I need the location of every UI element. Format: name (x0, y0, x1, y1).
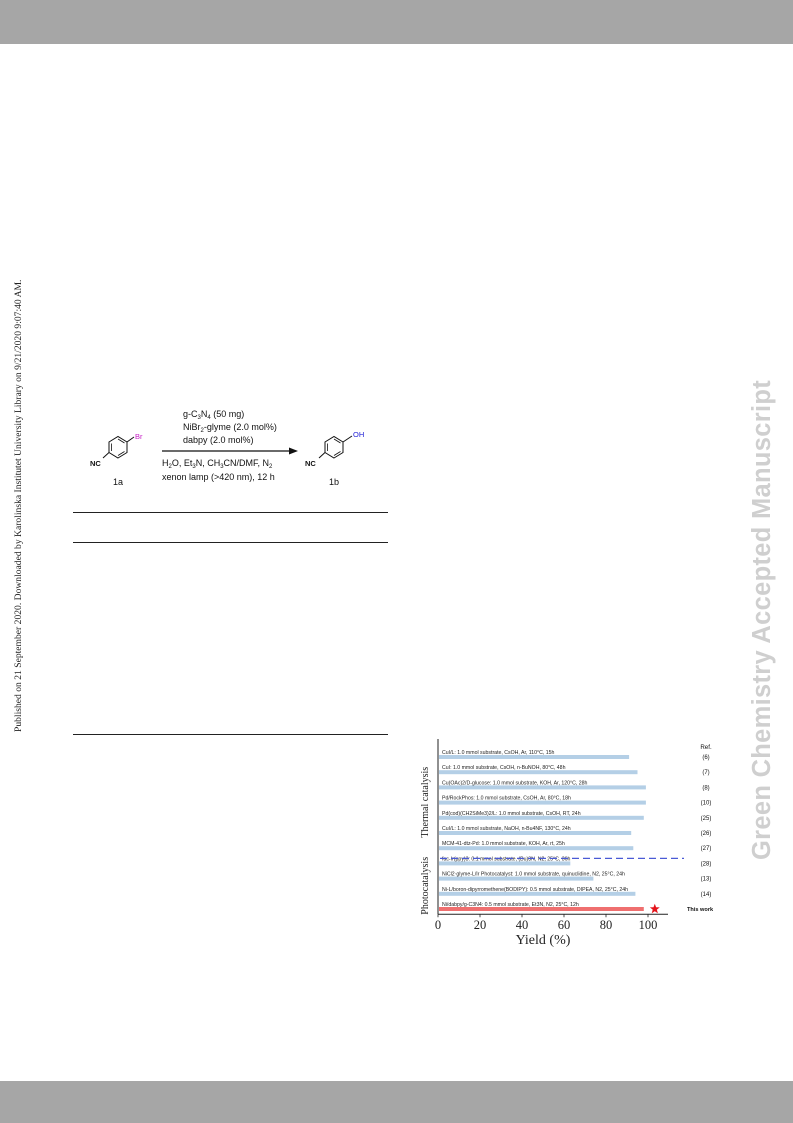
x-axis-title: Yield (%) (516, 933, 571, 948)
bond-to-br (126, 436, 135, 443)
bar (439, 861, 571, 866)
x-tick-label: 60 (558, 918, 571, 932)
nitrile-group-product: NC (305, 459, 316, 468)
x-tick-label: 20 (474, 918, 487, 932)
reference-label: (14) (701, 892, 712, 898)
reference-label: This work (687, 907, 714, 913)
reaction-scheme-drawing: Br NC 1a g-C3N4 (50 mg) NiBr2-glyme (2.0… (90, 409, 364, 487)
bar-label: Pd(cod)(CH2SiMe3)2/L: 1.0 mmol substrate… (442, 811, 581, 817)
bar-label: Cu(OAc)2/D-glucose: 1.0 mmol substrate, … (442, 780, 587, 786)
double-bond (117, 451, 125, 456)
group-label: Thermal catalysis (420, 767, 431, 838)
yield-comparison-chart: Ref. CuI/L: 1.0 mmol substrate, CsOH, Ar,… (412, 735, 732, 955)
yield-chart-svg: Ref. CuI/L: 1.0 mmol substrate, CsOH, Ar,… (420, 739, 714, 948)
bar (439, 800, 646, 805)
bar (439, 785, 646, 790)
hydroxy-substituent: OH (353, 430, 364, 439)
bond-to-nc (318, 452, 326, 459)
table-top-rule (73, 512, 388, 513)
bar-label: CuI: 1.0 mmol substrate, CsOH, n-BuNOH, … (442, 765, 566, 771)
reference-label: (28) (701, 861, 712, 867)
bar-label: MCM-41-dtz-Pd: 1.0 mmol substrate, KOH, … (442, 841, 565, 847)
reference-label: (27) (701, 846, 712, 852)
bar-label: Ni/dabpy/g-C3N4: 0.5 mmol substrate, Et3… (442, 902, 579, 908)
reference-label: (26) (701, 831, 712, 837)
table-header-rule (73, 542, 388, 543)
condition-nickel: NiBr2-glyme (2.0 mol%) (183, 422, 277, 434)
bromo-substituent: Br (135, 432, 143, 441)
bar-label: Pd/RockPhos: 1.0 mmol substrate, CsOH, A… (442, 796, 571, 802)
double-bond (117, 438, 125, 444)
bar (439, 815, 644, 820)
x-tick-label: 0 (435, 918, 441, 932)
product-label: 1b (329, 477, 339, 487)
bar-label: Ni-L/boron-dipyrromethene(BODIPY): 0.5 m… (442, 887, 628, 893)
bar-label: fac-Ir(ppy)3: 0.1 mmol substrate, (Bu)3N… (442, 856, 570, 862)
bar (439, 846, 634, 851)
table-bottom-rule (73, 734, 388, 735)
x-tick-label: 100 (639, 918, 658, 932)
reference-label: (8) (702, 785, 709, 791)
bottom-banner (0, 1081, 793, 1123)
reaction-arrowhead (289, 447, 298, 455)
download-notice: Published on 21 September 2020. Download… (13, 279, 24, 732)
reaction-scheme: Br NC 1a g-C3N4 (50 mg) NiBr2-glyme (2.0… (76, 396, 396, 496)
bond-to-nc (102, 452, 110, 459)
bar (439, 831, 632, 835)
reference-label: (25) (701, 816, 712, 822)
manuscript-watermark: Green Chemistry Accepted Manuscript (748, 379, 776, 860)
reference-label: (6) (702, 755, 709, 761)
reactant-label: 1a (113, 477, 123, 487)
x-tick-label: 80 (600, 918, 613, 932)
condition-ligand: dabpy (2.0 mol%) (183, 435, 254, 445)
nitrile-group-reactant: NC (90, 459, 101, 468)
x-tick-label: 40 (516, 918, 529, 932)
condition-light: xenon lamp (>420 nm), 12 h (162, 472, 275, 482)
ref-header: Ref. (700, 744, 712, 751)
bar (439, 770, 638, 775)
condition-catalyst: g-C3N4 (50 mg) (183, 409, 244, 421)
bar (439, 755, 630, 759)
bar (439, 907, 644, 911)
bar-label: NiCl2·glyme-L/Ir Photocatalyst: 1.0 mmol… (442, 872, 625, 878)
reference-label: (13) (701, 877, 712, 883)
group-label: Photocatalysis (420, 857, 431, 915)
bar-label: CuI/L: 1.0 mmol substrate, NaOH, n-Bu4NF… (442, 826, 571, 832)
bond-to-oh (342, 435, 353, 443)
top-banner (0, 0, 793, 44)
star-icon (649, 903, 660, 914)
reference-label: (7) (702, 770, 709, 776)
bar (439, 876, 594, 881)
bar-label: CuI/L: 1.0 mmol substrate, CsOH, Ar, 110… (442, 750, 555, 756)
bar (439, 891, 636, 896)
condition-solvent: H2O, Et3N, CH3CN/DMF, N2 (162, 458, 273, 470)
double-bond (333, 438, 341, 444)
reference-label: (10) (701, 801, 712, 807)
double-bond (333, 451, 341, 456)
